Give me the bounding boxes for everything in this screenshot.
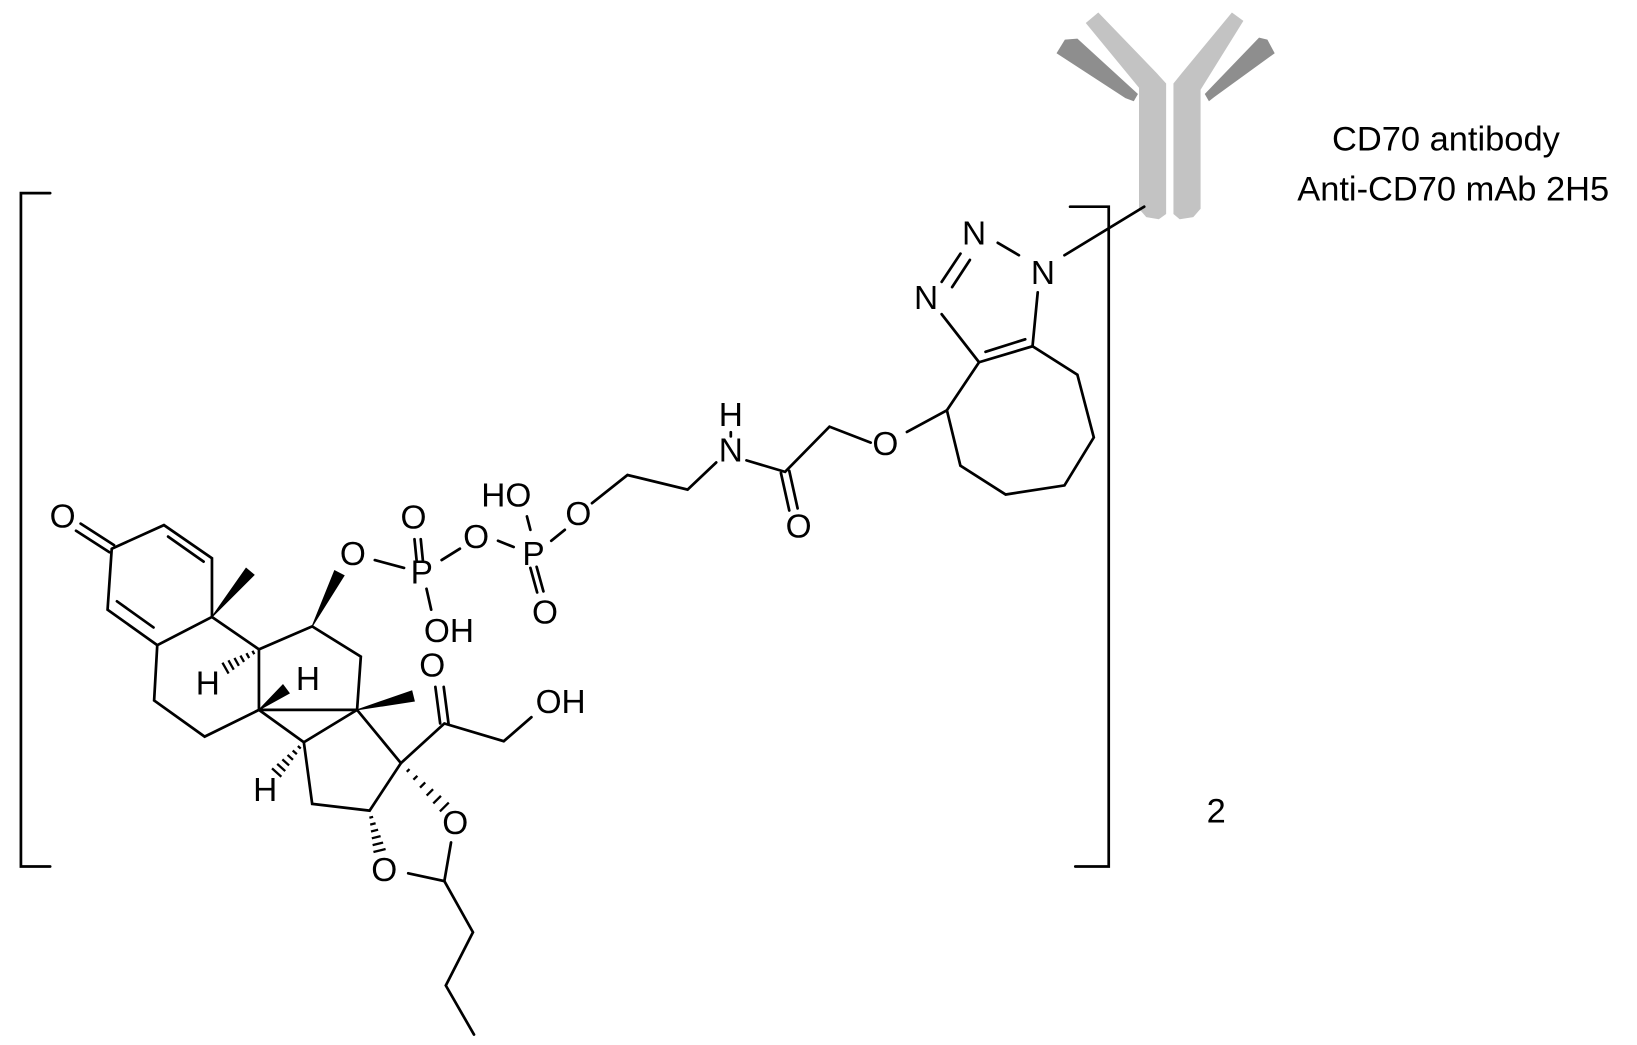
hash-stroke [371,835,381,840]
hashed-bond [405,768,450,813]
atom-h-c9: H [196,665,220,702]
atom-oh-c21: OH [536,684,586,721]
hash-stroke [419,781,427,789]
hash-stroke [221,662,230,675]
hashed-bond [369,815,386,854]
antibody-icon [1056,12,1275,220]
atom-p2: P [522,536,544,573]
hash-stroke [405,768,411,773]
atom-o-ether: O [872,426,898,463]
atom-h-amide: H [719,397,743,434]
hash-stroke [370,828,379,833]
hash-stroke [439,801,450,813]
atom-o-ketone: O [50,498,76,535]
atom-h-c8: H [296,661,320,698]
hash-stroke [251,650,256,655]
atom-n3-triazole: N [914,280,938,317]
hash-stroke [373,847,386,854]
atom-o-ester: O [565,496,591,533]
atom-oh-p1: OH [424,613,474,650]
hash-stroke [286,754,294,761]
hash-stroke [245,652,251,659]
atom-o-p2-oxo: O [532,594,558,631]
atom-labels: O H H H O OH O O O P O OH O P HO O O N H… [50,215,1055,889]
heavy-chain-left [1085,12,1167,220]
hash-stroke [369,815,374,819]
hash-stroke [369,822,376,826]
atom-o-acetal-lower: O [371,852,397,889]
hash-stroke [227,659,235,671]
hash-stroke [233,657,240,667]
hash-stroke [297,745,302,750]
linker-to-antibody-bond [1063,205,1146,257]
heavy-chain-right [1173,12,1244,220]
antibody-name: CD70 antibody [1332,120,1561,158]
hash-stroke [281,758,290,767]
hash-stroke [291,749,298,756]
hash-stroke [412,774,419,781]
atom-ho-p2: HO [481,477,531,514]
atom-h-c14: H [253,772,277,809]
atom-o-bridge: O [463,519,489,556]
drug-antibody-ratio: 2 [1207,793,1226,831]
light-chain-right [1204,37,1275,102]
hash-stroke [239,654,246,663]
right-bracket [1068,205,1111,868]
hashed-bond [271,745,302,778]
atom-p1: P [411,555,433,592]
steroid-core [74,522,533,1036]
atom-o-acetal-upper: O [442,805,468,842]
atom-n-amide: N [719,432,743,469]
hash-stroke [271,767,283,778]
hash-stroke [432,795,442,805]
atom-n1-triazole: N [1031,255,1055,292]
left-bracket [19,191,52,868]
hash-stroke [372,841,384,847]
atom-o-c20: O [419,648,445,685]
atom-o-p1-oxo: O [400,499,426,536]
antibody-clone: Anti-CD70 mAb 2H5 [1297,170,1609,208]
atom-o-amide: O [786,509,812,546]
hash-stroke [425,788,434,797]
linker-bonds [373,241,1096,612]
atom-n2-triazole: N [962,215,986,252]
light-chain-left [1056,38,1138,102]
hash-stroke [276,763,286,772]
hashed-bond [221,650,256,675]
atom-o-c11: O [340,536,366,573]
